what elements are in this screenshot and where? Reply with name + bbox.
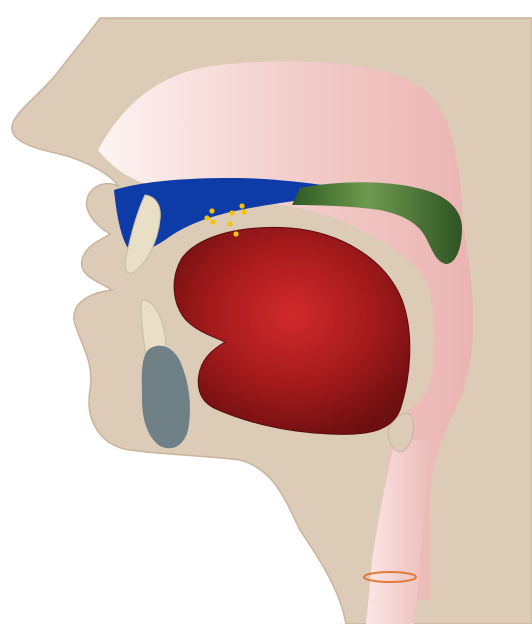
contact-dot xyxy=(210,219,215,224)
contact-dot xyxy=(241,209,246,214)
contact-dot xyxy=(227,221,232,226)
contact-dot xyxy=(233,231,238,236)
contact-dot xyxy=(209,208,214,213)
contact-dot xyxy=(204,215,209,220)
contact-dot xyxy=(239,203,244,208)
contact-dot xyxy=(229,210,234,215)
